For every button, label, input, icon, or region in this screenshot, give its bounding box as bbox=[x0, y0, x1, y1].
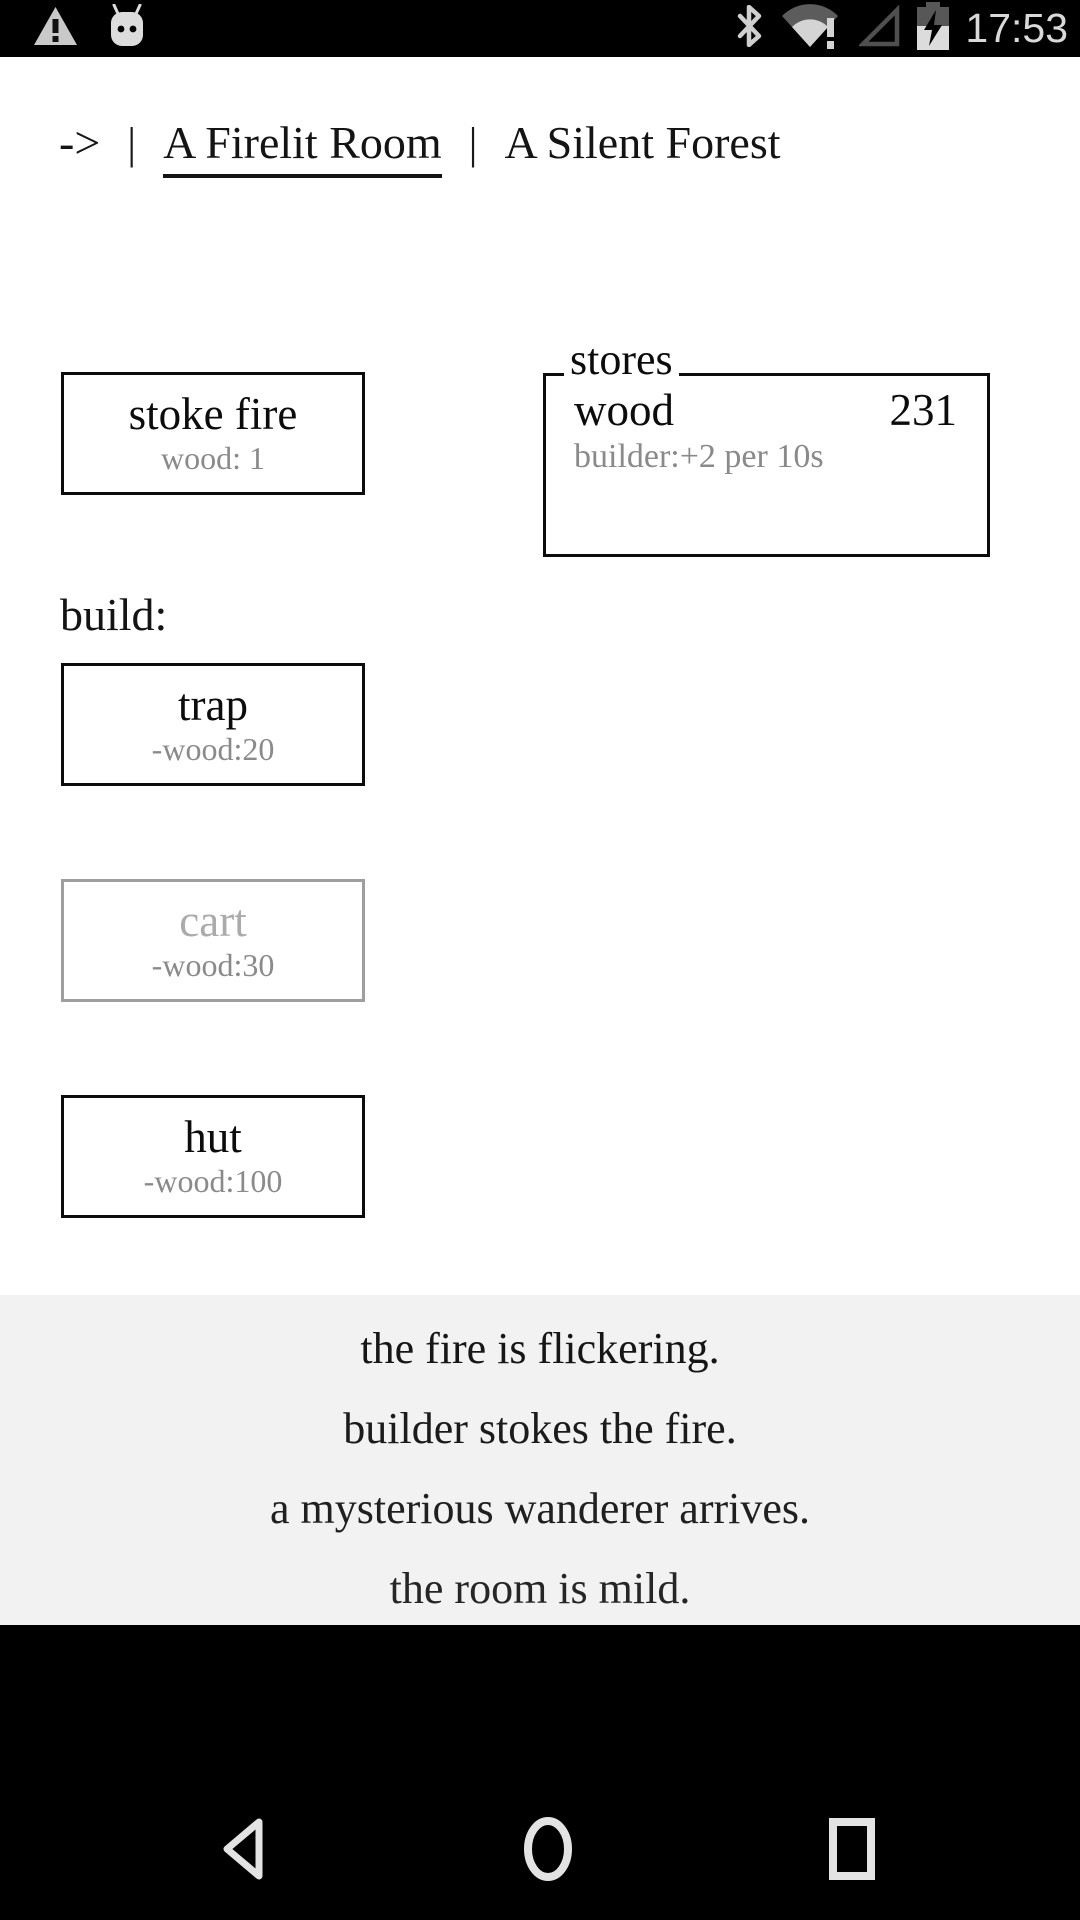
arrow-indicator: -> bbox=[59, 117, 101, 168]
location-tabs: -> | A Firelit Room | A Silent Forest bbox=[59, 116, 1060, 178]
tab-firelit-room[interactable]: A Firelit Room bbox=[163, 116, 442, 178]
android-icon bbox=[104, 3, 150, 53]
stoke-fire-button[interactable]: stoke fire wood: 1 bbox=[61, 372, 365, 495]
store-name: wood bbox=[574, 385, 674, 435]
build-hut-button[interactable]: hut -wood:100 bbox=[61, 1095, 365, 1218]
build-cart-button-disabled[interactable]: cart -wood:30 bbox=[61, 879, 365, 1002]
build-section-label: build: bbox=[60, 589, 168, 640]
home-icon bbox=[524, 1817, 572, 1881]
build-trap-button[interactable]: trap -wood:20 bbox=[61, 663, 365, 786]
back-icon bbox=[223, 1818, 263, 1880]
tab-divider: | bbox=[127, 119, 137, 168]
log-message: builder stokes the fire. bbox=[343, 1404, 737, 1453]
button-cost: -wood:100 bbox=[143, 1162, 283, 1199]
android-nav-bar bbox=[0, 1625, 1080, 1920]
warning-icon bbox=[33, 6, 78, 52]
clock: 17:53 bbox=[965, 5, 1068, 51]
log-message: the fire is flickering. bbox=[360, 1324, 720, 1373]
back-button[interactable] bbox=[216, 1816, 272, 1882]
home-button[interactable] bbox=[520, 1816, 576, 1882]
stores-title: stores bbox=[564, 336, 679, 384]
button-cost: -wood:20 bbox=[151, 730, 275, 767]
signal-empty-icon bbox=[857, 4, 901, 52]
button-cost: wood: 1 bbox=[161, 439, 265, 476]
store-value: 231 bbox=[889, 385, 958, 435]
recents-icon bbox=[829, 1818, 875, 1880]
bluetooth-icon bbox=[735, 4, 765, 52]
message-log: the fire is flickering. builder stokes t… bbox=[0, 1295, 1080, 1625]
button-label: cart bbox=[179, 896, 247, 946]
status-bar-right: 17:53 bbox=[735, 0, 1068, 57]
status-bar: 17:53 bbox=[0, 0, 1080, 57]
recents-button[interactable] bbox=[824, 1816, 880, 1882]
status-bar-left bbox=[33, 0, 150, 57]
store-income-note: builder:+2 per 10s bbox=[574, 438, 824, 475]
wifi-alert-icon bbox=[779, 3, 845, 54]
tab-divider: | bbox=[468, 119, 478, 168]
battery-charging-icon bbox=[915, 1, 951, 56]
store-row-wood: wood 231 bbox=[546, 376, 987, 436]
log-message: the room is mild. bbox=[389, 1564, 691, 1613]
button-cost: -wood:30 bbox=[151, 946, 275, 983]
button-label: hut bbox=[184, 1112, 242, 1162]
tab-silent-forest[interactable]: A Silent Forest bbox=[504, 117, 781, 168]
stores-panel: stores wood 231 builder:+2 per 10s bbox=[543, 336, 990, 557]
button-label: stoke fire bbox=[128, 389, 298, 439]
button-label: trap bbox=[178, 680, 248, 730]
log-message: a mysterious wanderer arrives. bbox=[269, 1484, 810, 1533]
